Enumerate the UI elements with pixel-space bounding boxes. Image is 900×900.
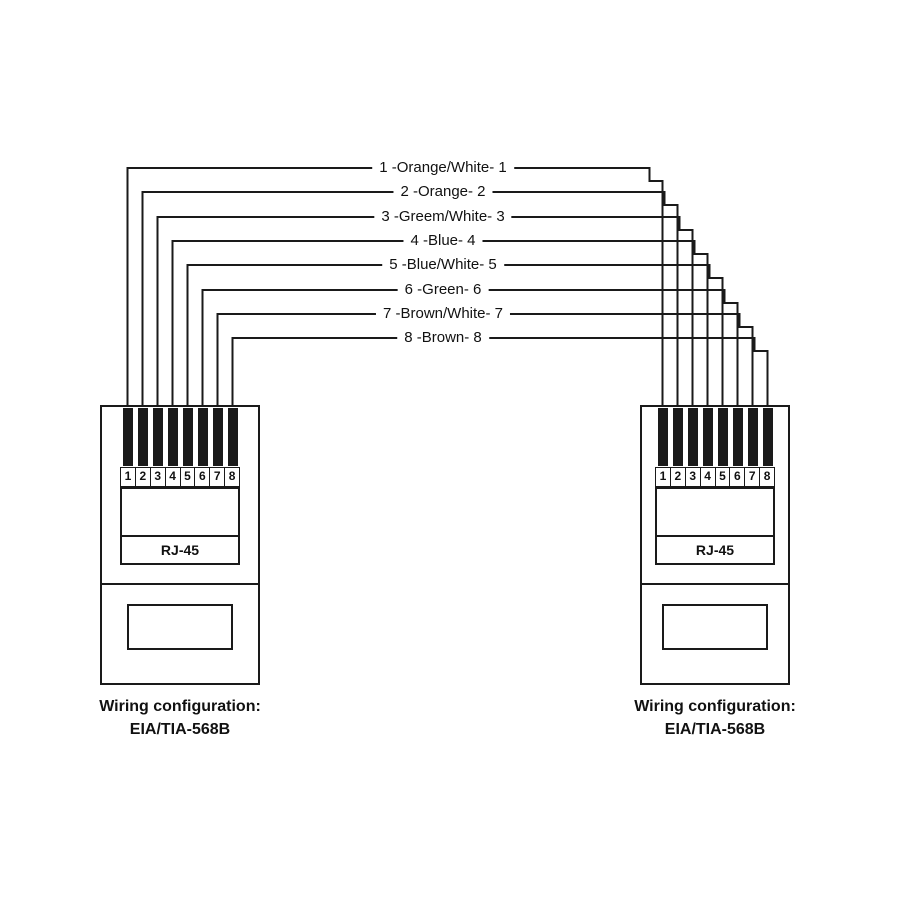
wire-label-4: 4 -Blue- 4 <box>403 231 483 251</box>
cable-latch-left <box>127 604 233 650</box>
pin-contact-left-8 <box>225 407 240 467</box>
pin-number-right-1: 1 <box>659 469 667 483</box>
pin-block-right <box>655 407 775 467</box>
pin-contact-right-4 <box>700 407 715 467</box>
connector-window-left <box>122 489 238 535</box>
pin-bar <box>197 408 208 466</box>
wire-path-6 <box>201 289 739 405</box>
pin-bar <box>747 408 758 466</box>
wire-path-2 <box>141 191 679 405</box>
pin-bar <box>657 408 668 466</box>
pin-bar <box>227 408 238 466</box>
pin-bar <box>762 408 773 466</box>
pin-number-left-8: 8 <box>224 468 239 486</box>
pin-contact-right-2 <box>670 407 685 467</box>
pin-bar <box>152 408 163 466</box>
pin-number-left-5: 5 <box>179 468 195 486</box>
wire-path-5 <box>186 264 724 405</box>
wire-path-4 <box>171 240 709 405</box>
wire-path-7 <box>216 313 754 405</box>
pin-number-right-2: 2 <box>669 468 685 486</box>
pin-number-left-7: 7 <box>209 468 224 486</box>
wire-path-3 <box>156 216 694 405</box>
connector-window-right <box>657 489 773 535</box>
pin-block-left <box>120 407 240 467</box>
pin-bar <box>687 408 698 466</box>
pin-contact-right-1 <box>655 407 670 467</box>
pin-contact-left-3 <box>150 407 165 467</box>
connector-body-right: RJ-45 <box>655 487 775 565</box>
connector-body-left: RJ-45 <box>120 487 240 565</box>
pin-contact-right-3 <box>685 407 700 467</box>
pin-bar <box>167 408 178 466</box>
pin-number-left-3: 3 <box>149 468 165 486</box>
caption-right-line1: Wiring configuration: <box>634 698 796 715</box>
pin-contact-right-8 <box>760 407 775 467</box>
cable-latch-right <box>662 604 768 650</box>
pin-contact-left-6 <box>195 407 210 467</box>
wire-label-8: 8 -Brown- 8 <box>397 328 489 348</box>
caption-left: Wiring configuration: EIA/TIA-568B <box>70 695 290 741</box>
connector-divider-right <box>642 583 788 585</box>
pin-number-left-1: 1 <box>124 469 132 483</box>
pin-contact-left-4 <box>165 407 180 467</box>
caption-right: Wiring configuration: EIA/TIA-568B <box>605 695 825 741</box>
wire-label-2: 2 -Orange- 2 <box>393 182 493 202</box>
wire-path-8 <box>231 337 769 405</box>
pin-number-left-4: 4 <box>164 468 180 486</box>
pin-number-right-5: 5 <box>714 468 730 486</box>
pin-number-right-3: 3 <box>684 468 700 486</box>
pin-number-right-8: 8 <box>759 468 774 486</box>
pin-bar <box>732 408 743 466</box>
pin-bar <box>672 408 683 466</box>
pin-contact-right-7 <box>745 407 760 467</box>
pin-bar <box>137 408 148 466</box>
pin-contact-left-1 <box>120 407 135 467</box>
pin-bar <box>182 408 193 466</box>
pin-contact-right-5 <box>715 407 730 467</box>
wire-path-1 <box>126 167 664 405</box>
wire-label-6: 6 -Green- 6 <box>397 280 489 300</box>
wire-label-1: 1 -Orange/White- 1 <box>372 158 514 178</box>
caption-right-line2: EIA/TIA-568B <box>664 721 766 738</box>
pin-bar <box>717 408 728 466</box>
pin-number-left-2: 2 <box>134 468 150 486</box>
wire-label-3: 3 -Greem/White- 3 <box>374 207 512 227</box>
pin-bar <box>122 408 133 466</box>
caption-left-line1: Wiring configuration: <box>99 698 261 715</box>
pin-contact-left-5 <box>180 407 195 467</box>
wire-label-5: 5 -Blue/White- 5 <box>382 255 504 275</box>
pin-contact-right-6 <box>730 407 745 467</box>
rj45-label-left: RJ-45 <box>122 535 238 563</box>
pin-bar <box>702 408 713 466</box>
pin-contact-left-7 <box>210 407 225 467</box>
pin-number-right-7: 7 <box>744 468 759 486</box>
caption-left-line2: EIA/TIA-568B <box>129 721 231 738</box>
pin-number-left-6: 6 <box>194 468 209 486</box>
pin-bar <box>212 408 223 466</box>
connector-divider-left <box>102 583 258 585</box>
pin-number-right-4: 4 <box>699 468 715 486</box>
pin-contact-left-2 <box>135 407 150 467</box>
pin-number-right-6: 6 <box>729 468 744 486</box>
wire-label-7: 7 -Brown/White- 7 <box>375 304 511 324</box>
rj45-label-right: RJ-45 <box>657 535 773 563</box>
